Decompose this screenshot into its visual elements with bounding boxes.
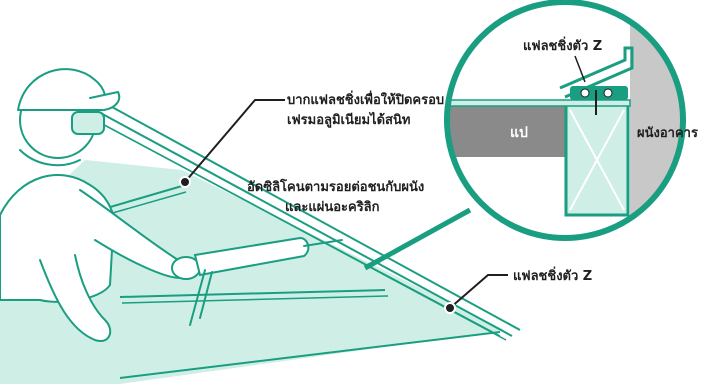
z-flashing-bottom-label: แฟลชชิ่งตัว Z	[513, 266, 592, 284]
fastener-base	[570, 86, 628, 100]
z-flashing-callout-label: แฟลชชิ่งตัว Z	[523, 36, 602, 54]
flashing-cover-label: บากแฟลชชิ่งเพื่อให้ปิดครอบ	[287, 90, 444, 108]
flashing-cover-label-2: เฟรมอลูมิเนียมได้สนิท	[287, 111, 410, 128]
purlin-label: แป	[510, 125, 528, 141]
detail-pointer	[365, 210, 470, 268]
screw-head-1	[581, 89, 589, 97]
leader-dot-icon	[180, 177, 190, 187]
silicone-label-2: และแผ่นอะคริลิก	[285, 200, 380, 215]
screw-head-2	[604, 89, 612, 97]
worker-cap	[18, 69, 106, 110]
leader-dot-icon-2	[445, 303, 455, 313]
acrylic-sheet	[440, 100, 630, 106]
building-wall-label: ผนังอาคาร	[637, 126, 698, 141]
safety-goggles	[72, 112, 104, 134]
silicone-label: อัดซิลิโคนตามรอยต่อชนกับผนัง	[247, 178, 424, 195]
purlin-block	[440, 105, 565, 157]
